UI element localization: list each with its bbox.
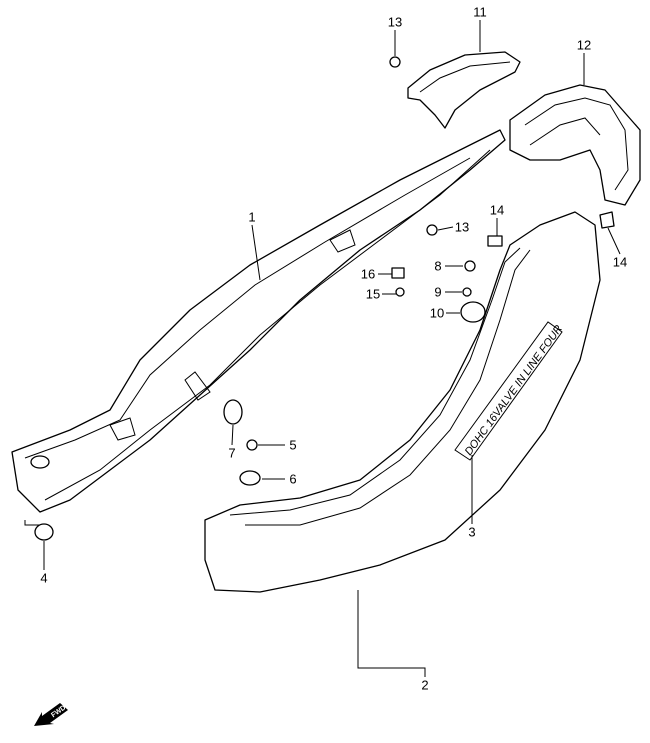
tail-cover-part-11 bbox=[407, 51, 521, 129]
decal-dohc-logo bbox=[454, 321, 563, 461]
callout-15: 15 bbox=[365, 286, 381, 302]
small-parts bbox=[34, 56, 615, 541]
callout-4: 4 bbox=[40, 570, 48, 586]
callout-6: 6 bbox=[289, 471, 297, 487]
callout-9: 9 bbox=[434, 284, 442, 300]
leader-lines bbox=[24, 20, 621, 677]
callout-8: 8 bbox=[434, 258, 442, 274]
callout-2: 2 bbox=[421, 677, 429, 693]
callout-12: 12 bbox=[576, 37, 592, 53]
fwd-arrow-icon: FWD bbox=[34, 703, 68, 726]
callout-5: 5 bbox=[289, 437, 297, 453]
callout-7: 7 bbox=[228, 445, 236, 461]
callout-13: 13 bbox=[387, 14, 403, 30]
callout-1: 1 bbox=[248, 209, 256, 225]
callout-14: 14 bbox=[489, 202, 505, 218]
fwd-arrow-label: FWD bbox=[50, 704, 67, 719]
callout-14: 14 bbox=[612, 254, 628, 270]
callout-16: 16 bbox=[360, 266, 376, 282]
callout-13: 13 bbox=[454, 219, 470, 235]
callout-10: 10 bbox=[429, 305, 445, 321]
callout-3: 3 bbox=[468, 524, 476, 540]
callout-11: 11 bbox=[473, 4, 487, 20]
frame-cover-part-1 bbox=[11, 129, 506, 513]
grab-rail-part-12 bbox=[509, 84, 641, 206]
side-cover-part-3 bbox=[204, 211, 601, 593]
